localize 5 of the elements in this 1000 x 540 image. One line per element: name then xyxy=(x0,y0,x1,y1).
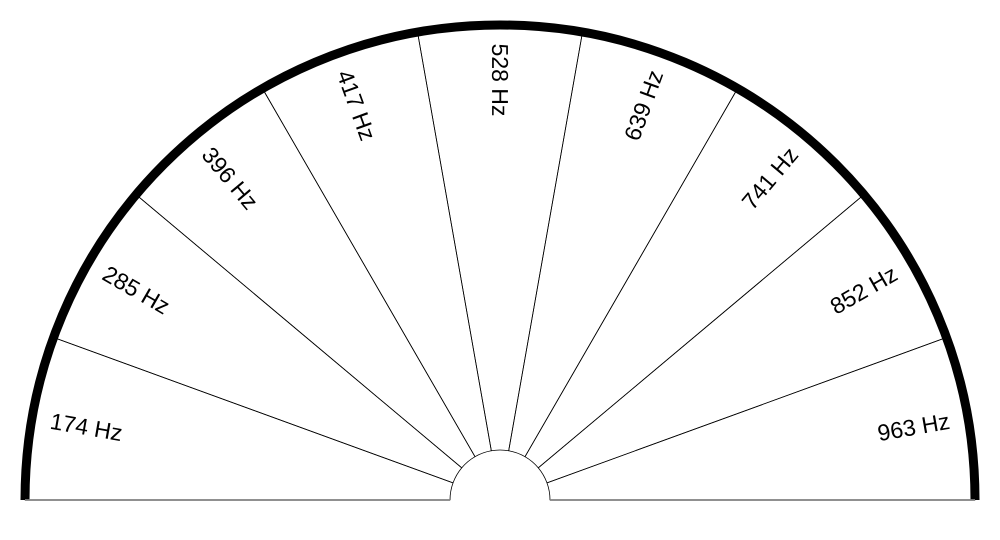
sector: 639 Hz xyxy=(508,32,738,458)
sector: 417 Hz xyxy=(262,32,492,458)
sector: 174 Hz xyxy=(24,337,454,501)
sector: 528 Hz xyxy=(417,24,583,452)
sector: 963 Hz xyxy=(546,337,976,501)
